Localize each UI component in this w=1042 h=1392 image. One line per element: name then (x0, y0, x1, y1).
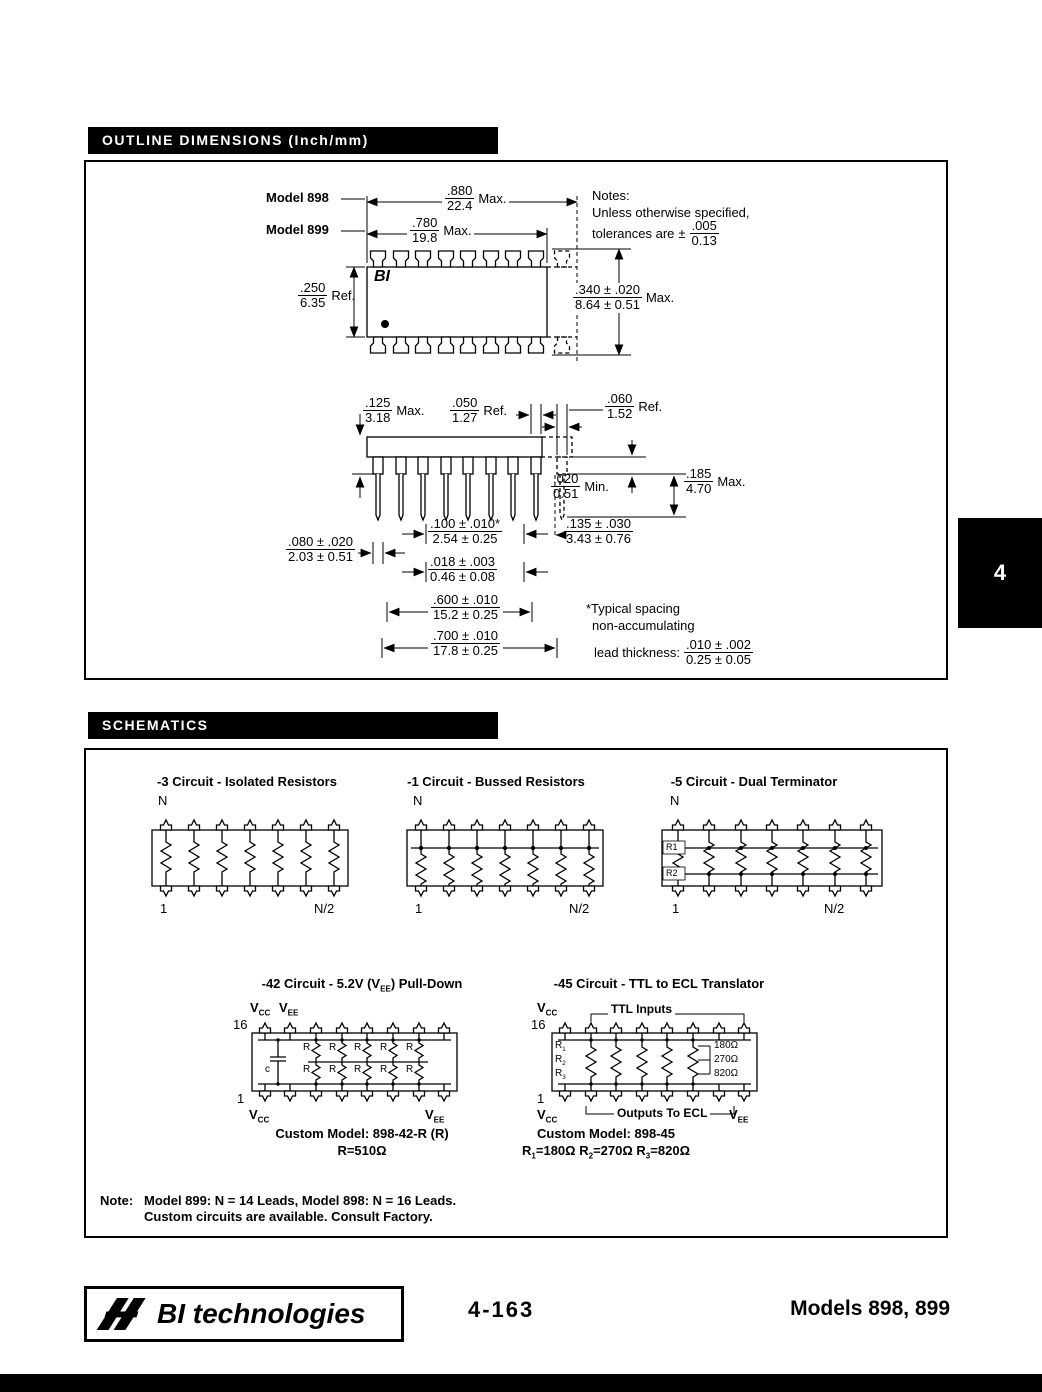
s42-r-label: R (303, 1042, 311, 1053)
outline-drawing (341, 196, 686, 658)
s45-180ohm-label: 180Ω (714, 1040, 739, 1051)
bottom-rule-bar (0, 1374, 1042, 1392)
bi-technologies-logo-icon (96, 1297, 146, 1331)
notes-line2: Unless otherwise specified, (592, 205, 750, 220)
dip-top-view (341, 196, 631, 362)
s42-custom-model: Custom Model: 898-42-R (R) (275, 1126, 449, 1141)
s42-r-label: R (354, 1042, 362, 1053)
s5-pin-n2-label: N/2 (824, 901, 845, 916)
s45-custom-model: Custom Model: 898-45 (537, 1126, 675, 1141)
s42-r-label: R (303, 1064, 311, 1075)
footer-logo-box: BI technologies (84, 1286, 404, 1342)
s42-pin-16-label: 16 (233, 1017, 248, 1032)
s45-vee-bottom-label: VEE (729, 1107, 749, 1125)
s42-r-label: R (354, 1064, 362, 1075)
s42-r-label: R (380, 1042, 388, 1053)
s45-pin-16-label: 16 (531, 1017, 546, 1032)
note-label: Note: (100, 1193, 134, 1208)
s42-r-label: R (329, 1064, 337, 1075)
notes-line1: Notes: (592, 188, 630, 203)
s42-pin-1-label: 1 (237, 1091, 245, 1106)
s45-r2-label: R2 (555, 1054, 566, 1067)
dip-side-view (352, 404, 686, 658)
s45-vcc-bottom-label: VCC (537, 1107, 558, 1125)
outline-dimensions-header: OUTLINE DIMENSIONS (Inch/mm) (88, 127, 498, 154)
s42-vcc-top-label: VCC (250, 1000, 271, 1018)
note-line1: Model 899: N = 14 Leads, Model 898: N = … (144, 1193, 457, 1208)
s45-r3-label: R3 (555, 1068, 566, 1081)
schematics-drawing (151, 819, 883, 1115)
s5-pin-n-label: N (670, 793, 680, 808)
model-899-label: Model 899 (266, 222, 329, 237)
typical-spacing-note-line2: non-accumulating (592, 618, 695, 633)
schematic-45-title: -45 Circuit - TTL to ECL Translator (553, 976, 765, 991)
schematics-header: SCHEMATICS (88, 712, 498, 739)
s42-cap-label: c (265, 1064, 270, 1075)
s45-pin-1-label: 1 (537, 1091, 545, 1106)
footer-brand-text: BI technologies (157, 1298, 366, 1329)
pin1-index-dot (381, 320, 389, 328)
s42-vee-bottom-label: VEE (425, 1107, 445, 1125)
schematic-1-title: -1 Circuit - Bussed Resistors (407, 774, 585, 789)
schematic-1-bussed (406, 819, 604, 897)
page-number: 4-163 (468, 1297, 535, 1322)
footer-models-label: Models 898, 899 (790, 1297, 950, 1320)
s1-pin-1-label: 1 (415, 901, 423, 916)
s5-pin-1-label: 1 (672, 901, 680, 916)
s1-pin-n2-label: N/2 (569, 901, 590, 916)
s45-ttl-inputs-label: TTL Inputs (608, 1002, 676, 1017)
s45-resistance-values: R1=180Ω R2=270Ω R3=820Ω (522, 1143, 690, 1161)
schematic-5-title: -5 Circuit - Dual Terminator (670, 774, 838, 789)
s42-r-label: R (329, 1042, 337, 1053)
schematic-45-ttl-ecl (551, 1013, 758, 1115)
s42-r-label: R (406, 1064, 414, 1075)
s5-r2-label: R2 (666, 868, 678, 878)
s45-270ohm-label: 270Ω (714, 1054, 739, 1065)
s45-820ohm-label: 820Ω (714, 1068, 739, 1079)
s42-r-label: R (406, 1042, 414, 1053)
schematic-42-title: -42 Circuit - 5.2V (VEE) Pull-Down (261, 976, 463, 994)
s45-outputs-ecl-label: Outputs To ECL (614, 1106, 711, 1121)
s42-vcc-bottom-label: VCC (249, 1107, 270, 1125)
typical-spacing-note-line1: *Typical spacing (586, 601, 680, 616)
schematic-3-title: -3 Circuit - Isolated Resistors (157, 774, 337, 789)
s45-vcc-top-label: VCC (537, 1000, 558, 1018)
s42-vee-top-label: VEE (279, 1000, 299, 1018)
schematic-42-pulldown (251, 1022, 458, 1102)
s5-r1-label: R1 (666, 842, 678, 852)
schematic-3-isolated (151, 819, 349, 897)
s42-r-label: R (380, 1064, 388, 1075)
s3-pin-1-label: 1 (160, 901, 168, 916)
s45-r1-label: R1 (555, 1040, 566, 1053)
s3-pin-n2-label: N/2 (314, 901, 335, 916)
s1-pin-n-label: N (413, 793, 423, 808)
note-line2: Custom circuits are available. Consult F… (144, 1209, 433, 1224)
bi-chip-logo: BI (374, 268, 390, 285)
schematics-panel: -3 Circuit - Isolated Resistors -1 Circu… (84, 748, 948, 1238)
schematic-5-dual-terminator (661, 819, 883, 897)
model-898-label: Model 898 (266, 190, 329, 205)
s3-pin-n-label: N (158, 793, 168, 808)
s42-resistance-value: R=510Ω (337, 1143, 387, 1158)
section-tab-4: 4 (958, 518, 1042, 628)
dim-100-label: .100 ± .010*2.54 ± 0.25 (428, 516, 503, 547)
